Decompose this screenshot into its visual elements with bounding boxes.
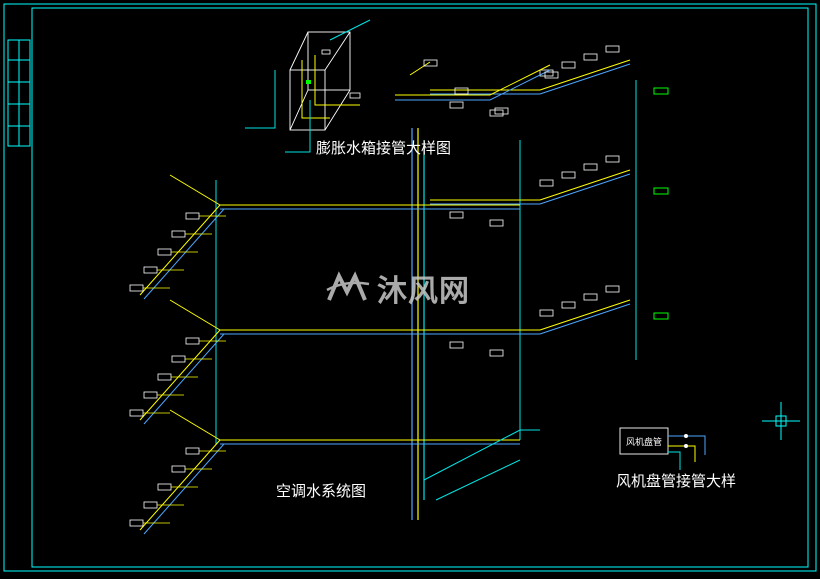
diag-supply-up: [169, 409, 221, 441]
top-return: [395, 69, 551, 101]
fan-coil-unit-symbol: [539, 69, 554, 77]
right-diag: [539, 299, 631, 331]
fan-coil-unit-symbol: [489, 349, 504, 357]
diag-return: [143, 443, 225, 535]
fan-coil-unit-symbol: [561, 301, 576, 309]
right-diag: [539, 303, 631, 335]
expansion-tank-detail: [245, 19, 371, 153]
fan-coil-unit-symbol: [171, 230, 186, 238]
fan-coil-unit-symbol: [539, 309, 554, 317]
diag-supply: [139, 329, 221, 421]
drain-outlet-symbol: [653, 87, 669, 95]
fan-coil-unit-symbol: [449, 211, 464, 219]
top-stub: [409, 61, 431, 76]
fan-coil-unit-symbol: [185, 447, 200, 455]
fan-coil-unit-symbol: [423, 59, 438, 67]
fan-coil-unit-symbol: [605, 285, 620, 293]
fan-coil-unit-symbol: [583, 163, 598, 171]
fan-coil-unit-symbol: [489, 219, 504, 227]
fan-coil-unit-symbol: [544, 71, 559, 79]
right-diag: [539, 169, 631, 201]
right-diag: [539, 63, 631, 95]
mufeng-logo-icon: [326, 271, 370, 301]
fan-coil-unit-symbol: [449, 341, 464, 349]
watermark: 沐风网: [325, 268, 470, 309]
fan-coil-unit-symbol: [129, 284, 144, 292]
system-diagram-title: 空调水系统图: [276, 482, 367, 500]
drain-run: [435, 459, 521, 501]
fan-coil-unit-symbol: [561, 61, 576, 69]
fan-coil-unit-symbol: [157, 248, 172, 256]
diag-supply: [139, 439, 221, 531]
fan-coil-unit-symbol: [605, 155, 620, 163]
diag-return: [143, 333, 225, 425]
drain-outlet-symbol: [653, 312, 669, 320]
fan-coil-unit-symbol: [605, 45, 620, 53]
right-diag: [539, 173, 631, 205]
fan-coil-unit-symbol: [449, 101, 464, 109]
fan-coil-unit-symbol: [454, 87, 469, 95]
drawing-frame: [3, 3, 817, 572]
fan-coil-unit-symbol: [143, 391, 158, 399]
fan-coil-unit-symbol: [583, 53, 598, 61]
fan-coil-unit-symbol: [494, 107, 509, 115]
fan-coil-unit-symbol: [157, 483, 172, 491]
fan-coil-unit-symbol: [489, 109, 504, 117]
drain-run: [423, 429, 540, 481]
diag-return: [143, 208, 225, 300]
diag-supply-up: [169, 299, 221, 331]
top-supply: [395, 64, 551, 96]
title-block: [7, 39, 31, 147]
right-diag: [539, 59, 631, 91]
crosshair-cursor-icon: [762, 402, 800, 440]
watermark-text: 沐风网: [377, 274, 470, 309]
fan-coil-detail: [619, 427, 706, 470]
diag-supply-up: [169, 174, 221, 206]
fan-coil-unit-symbol: [561, 171, 576, 179]
fan-coil-unit-symbol: [171, 355, 186, 363]
fan-coil-box-label: 风机盘管: [626, 438, 663, 448]
fan-coil-unit-symbol: [129, 409, 144, 417]
fan-coil-unit-symbol: [171, 465, 186, 473]
diag-supply: [139, 204, 221, 296]
fan-coil-unit-symbol: [143, 266, 158, 274]
fan-coil-unit-symbol: [143, 501, 158, 509]
expansion-tank-detail-title: 膨胀水箱接管大样图: [316, 139, 452, 157]
fan-coil-unit-symbol: [539, 179, 554, 187]
fan-coil-unit-symbol: [157, 373, 172, 381]
ac-water-system-diagram: [129, 45, 669, 535]
fan-coil-unit-symbol: [185, 337, 200, 345]
drain-outlet-symbol: [653, 187, 669, 195]
fan-coil-detail-title: 风机盘管接管大样: [616, 472, 737, 490]
fan-coil-unit-symbol: [185, 212, 200, 220]
fan-coil-unit-symbol: [583, 293, 598, 301]
fan-coil-unit-symbol: [129, 519, 144, 527]
